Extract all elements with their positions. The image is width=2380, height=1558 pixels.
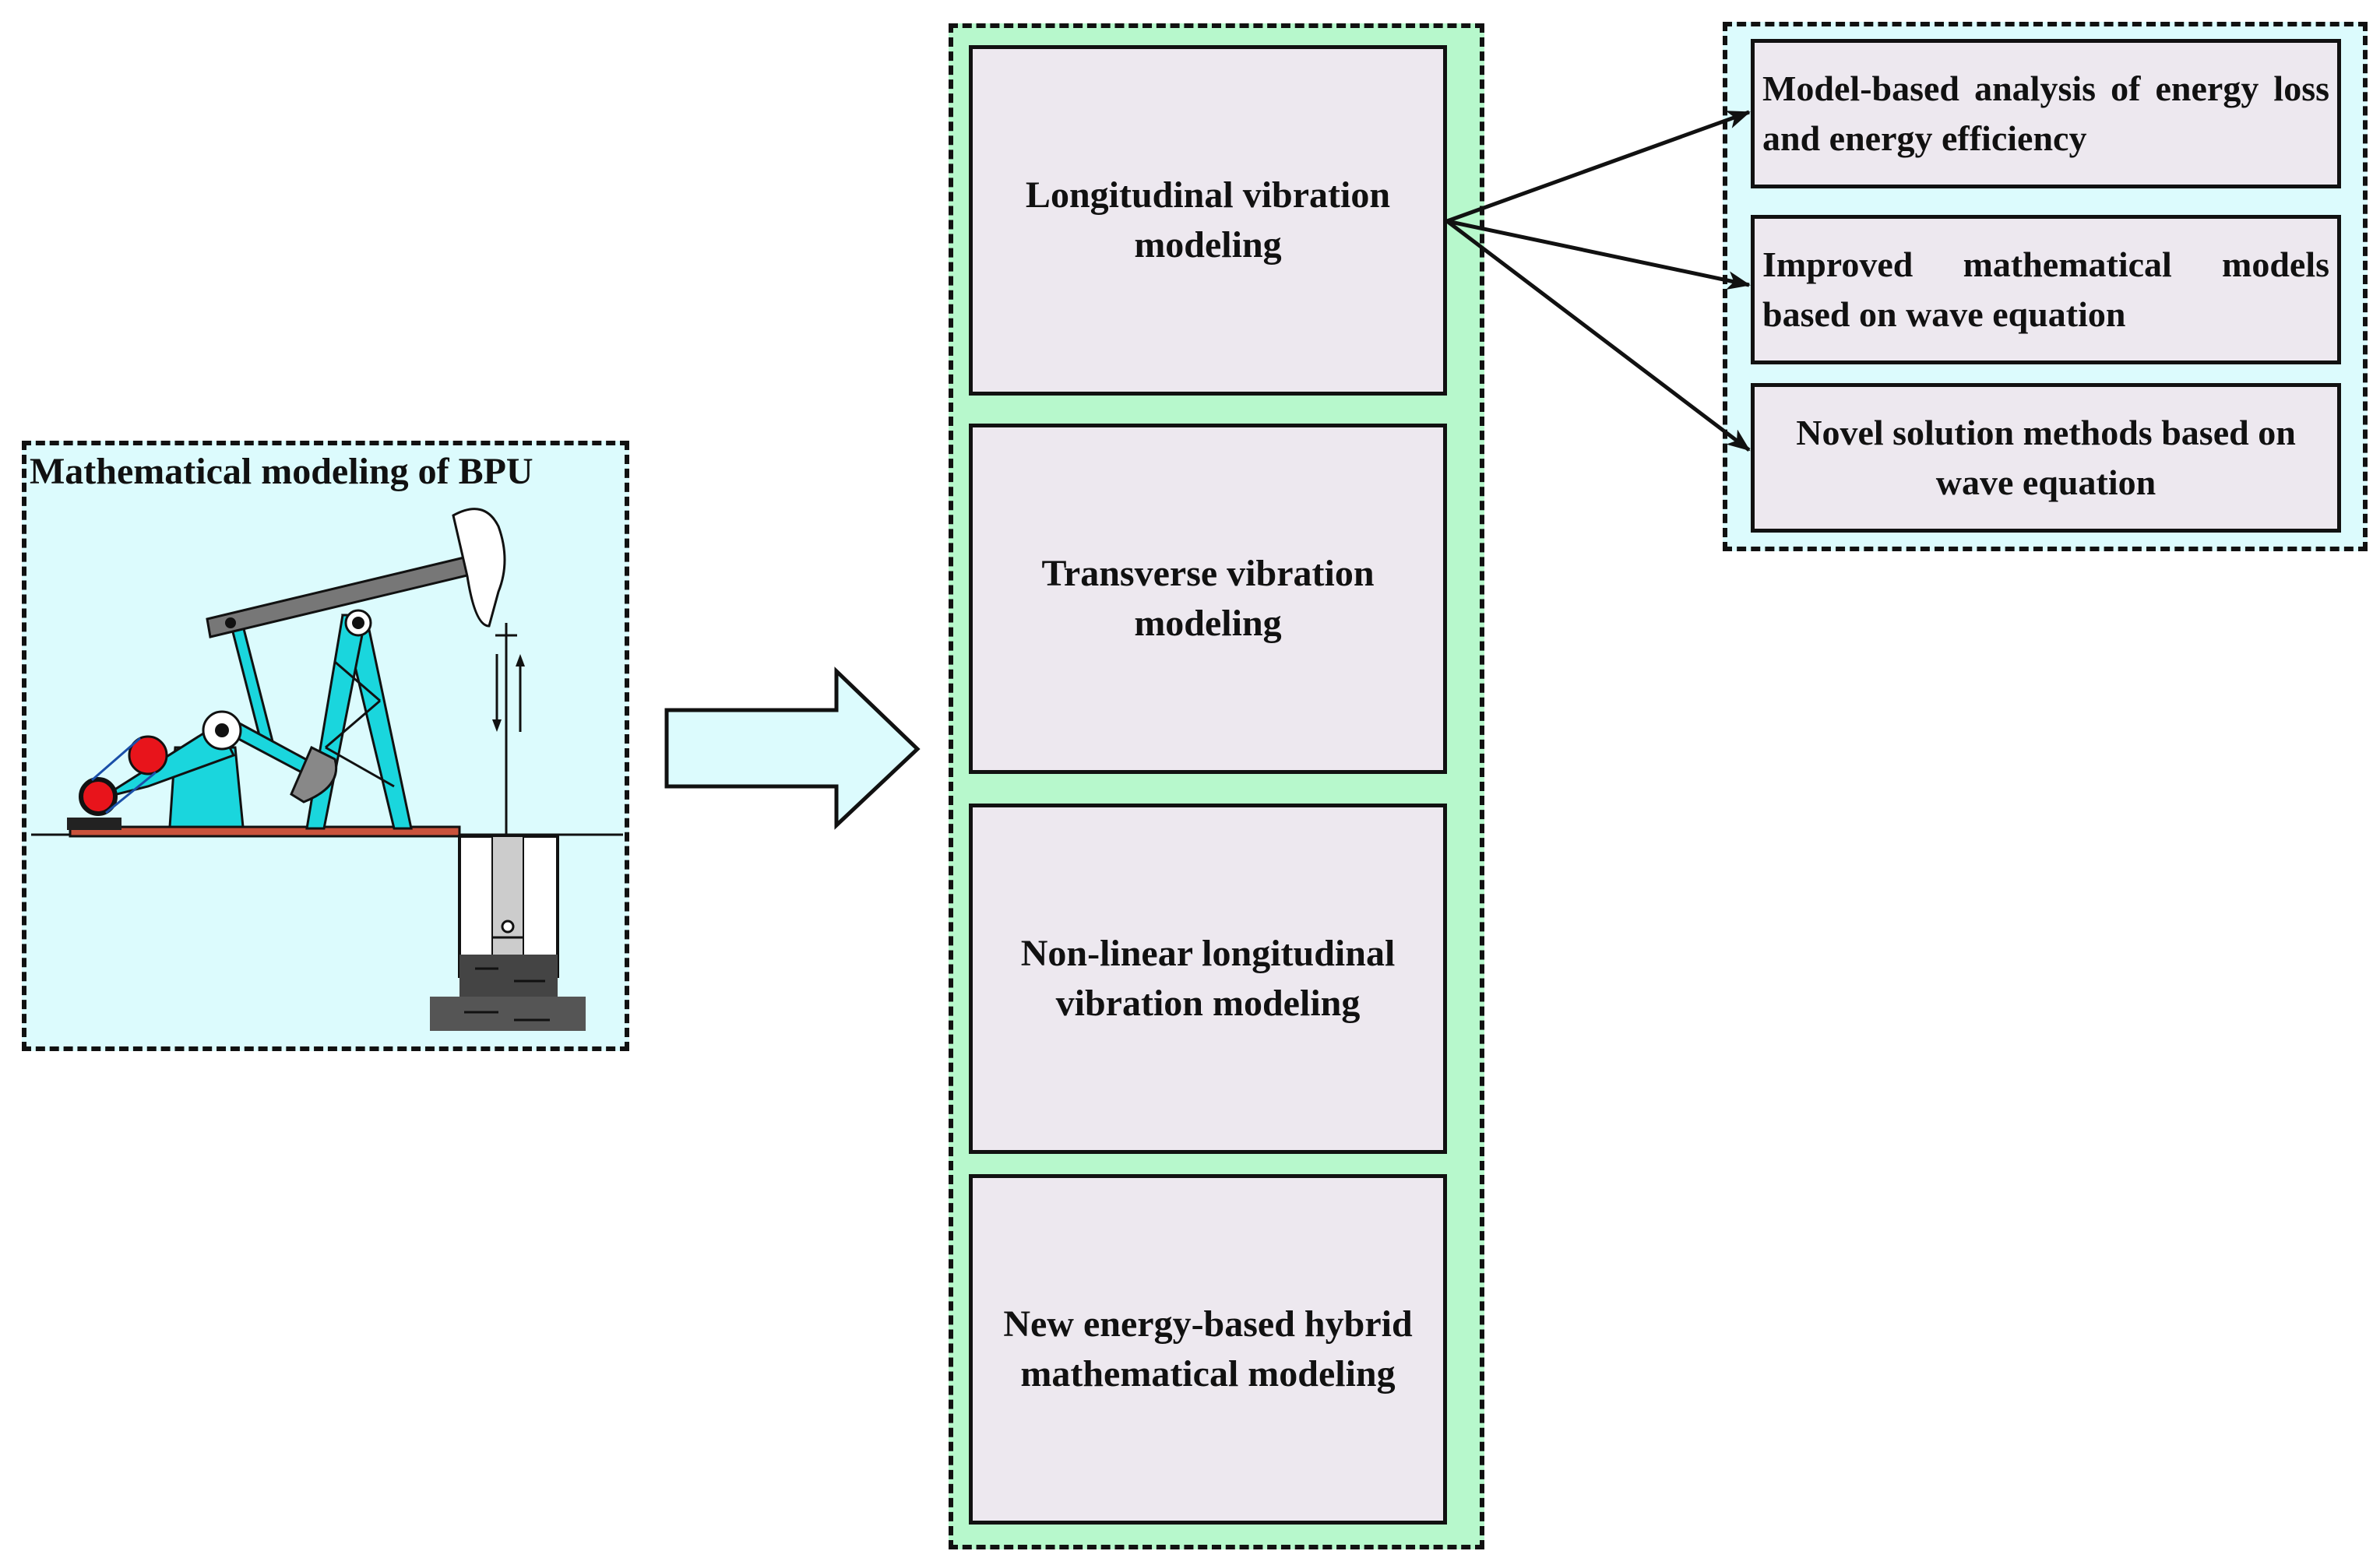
pump-jack-illustration: [31, 508, 623, 1031]
box-improved-models: Improved mathematical models based on wa…: [1751, 215, 2341, 364]
box-energy-loss-analysis: Model-based analysis of energy loss and …: [1751, 39, 2341, 188]
walking-beam: [206, 555, 472, 638]
box-nonlinear-longitudinal: Non-linear longitudinal vibration modeli…: [969, 804, 1447, 1154]
bpu-panel-title: Mathematical modeling of BPU: [30, 451, 533, 492]
gear-sheave: [128, 735, 168, 775]
reservoir-base: [430, 997, 586, 1031]
box-transverse-vibration: Transverse vibration modeling: [969, 424, 1447, 774]
box-novel-solution-methods: Novel solution methods based on wave equ…: [1751, 383, 2341, 533]
motor-base: [67, 818, 121, 830]
flow-arrow-big: [664, 666, 921, 830]
counterweight: [290, 745, 338, 804]
motor-sheave: [79, 777, 118, 816]
base-skid: [69, 825, 461, 838]
plunger: [501, 920, 515, 934]
box-longitudinal-vibration: Longitudinal vibration modeling: [969, 45, 1447, 396]
belt: [91, 737, 141, 782]
reservoir-fluid: [459, 955, 558, 1001]
tubing: [491, 835, 524, 977]
horsehead: [452, 508, 506, 628]
box-energy-hybrid: New energy-based hybrid mathematical mod…: [969, 1174, 1447, 1525]
